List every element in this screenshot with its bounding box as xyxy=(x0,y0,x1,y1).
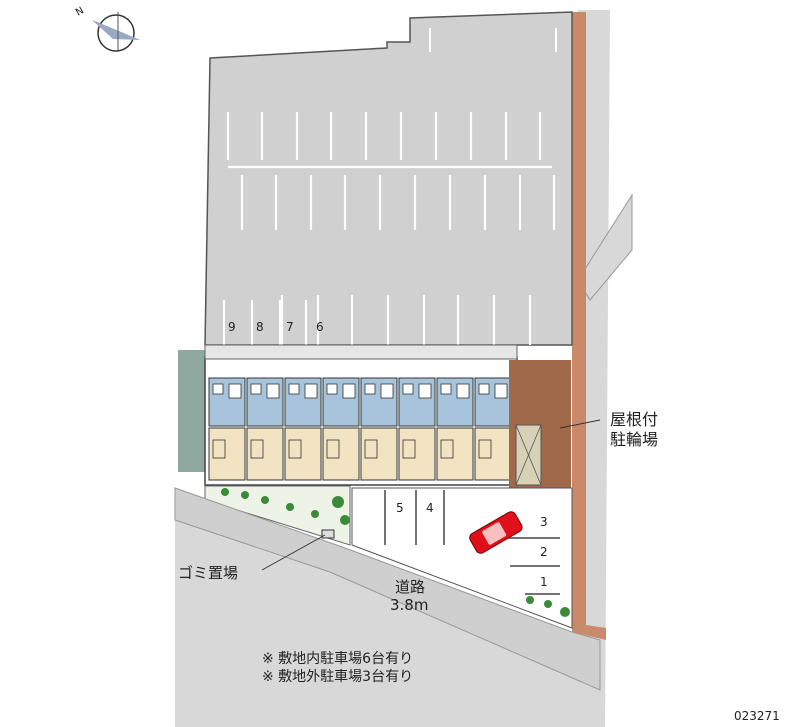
compass-icon: N xyxy=(74,5,140,52)
parking-number-9: 9 xyxy=(228,320,236,334)
bike-shed-label-1: 屋根付 xyxy=(610,410,658,429)
note-onsite-parking: ※ 敷地内駐車場6台有り xyxy=(262,650,413,667)
apartment-building xyxy=(204,344,518,486)
road-name: 道路 xyxy=(395,578,425,596)
garbage-leader xyxy=(261,534,326,571)
bike-shed-label-2: 駐輪場 xyxy=(610,430,658,449)
south-parking-number-4: 4 xyxy=(426,501,434,515)
bike-shed xyxy=(509,360,571,505)
building-shadow xyxy=(178,350,205,472)
offsite-parking-number-1: 1 xyxy=(540,575,548,589)
parking-number-8: 8 xyxy=(256,320,264,334)
svg-text:N: N xyxy=(74,5,86,18)
road-width: 3.8m xyxy=(390,596,428,614)
car-icon xyxy=(469,511,523,554)
garbage-bin xyxy=(321,529,335,539)
parking-number-6: 6 xyxy=(316,320,324,334)
garbage-label: ゴミ置場 xyxy=(178,564,238,582)
south-parking-number-5: 5 xyxy=(396,501,404,515)
listing-id: 023271 xyxy=(734,709,780,723)
offsite-parking-number-3: 3 xyxy=(540,515,548,529)
road-block xyxy=(174,487,601,691)
parking-number-7: 7 xyxy=(286,320,294,334)
note-offsite-parking: ※ 敷地外駐車場3台有り xyxy=(262,668,413,685)
bike-shed-leader xyxy=(559,419,601,429)
east-boundary xyxy=(572,12,606,640)
garden xyxy=(204,485,351,546)
offsite-parking-number-2: 2 xyxy=(540,545,548,559)
